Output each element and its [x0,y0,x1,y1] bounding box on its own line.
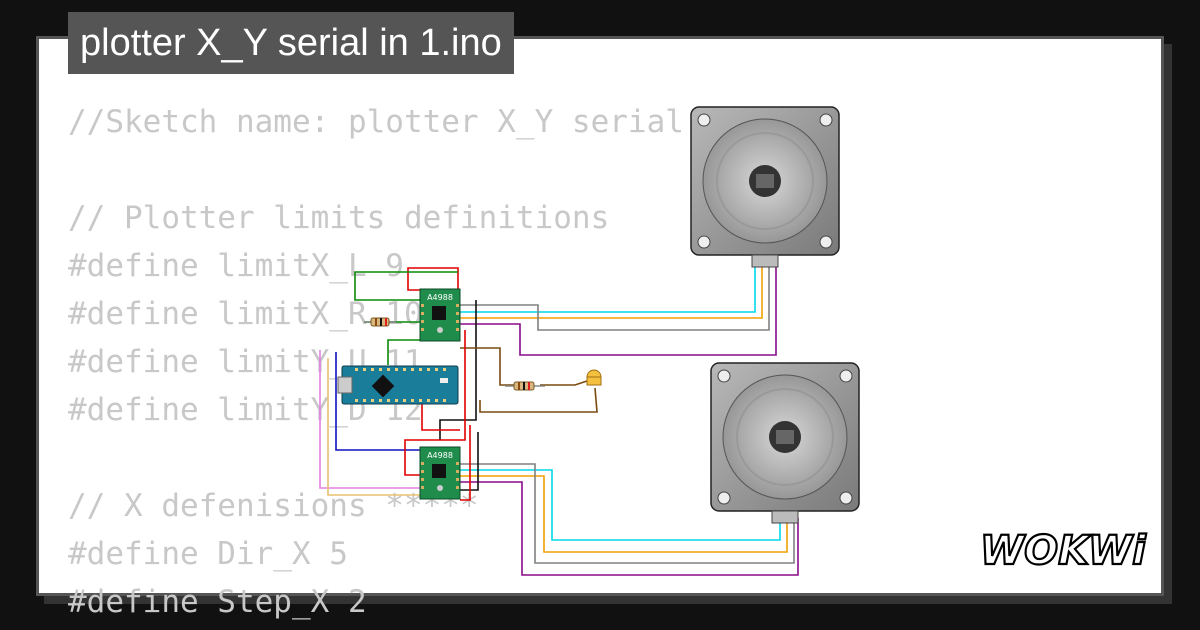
motor-ring [716,132,814,230]
mount-hole [697,113,711,127]
code-line: #define limitX_L 9 [68,248,404,284]
wire-green-3 [387,339,420,365]
wire-orange-top [460,262,763,319]
driver-a4988-bottom[interactable]: A4988 [419,446,461,500]
driver-potentiometer [437,485,443,491]
driver-label: A4988 [427,293,453,302]
wire-green-1 [354,271,458,301]
motor-ring [736,388,834,486]
code-line: // X defenisions ***** [68,488,479,524]
preview-card: //Sketch name: plotter X_Y serial // Plot… [36,36,1164,620]
wire-pink-1 [319,350,420,489]
wire-purple-top [460,262,777,356]
wire-blue-1 [335,352,420,451]
project-title: plotter X_Y serial in 1.ino [68,12,514,74]
driver-chip [432,306,446,320]
driver-label: A4988 [427,451,453,460]
led-yellow[interactable] [586,369,602,386]
wire-brown-1 [460,347,520,386]
code-background: //Sketch name: plotter X_Y serial // Plot… [68,98,684,626]
wire-red-1 [407,267,459,296]
wire-red-4 [421,402,460,431]
mount-hole [819,235,833,249]
mount-hole [697,235,711,249]
wire-tan-1 [327,358,440,496]
code-line: #define Dir_X 5 [68,536,348,572]
mount-hole [717,369,731,383]
wire-red-3 [460,425,471,501]
wokwi-logo: WOKWi [979,527,1148,575]
arduino-nano[interactable] [337,365,459,405]
wire-black-2 [460,432,479,491]
wokwi-logo-text: WOKWi [980,528,1147,574]
code-line: #define limitX_R 10 [68,296,423,332]
code-line: #define Step_X 2 [68,584,367,620]
stepper-motor-top[interactable] [690,106,840,268]
wire-cyan-top [460,262,756,313]
reset-button [440,378,448,383]
usb-port [337,376,353,394]
mount-hole [839,491,853,505]
mount-hole [717,491,731,505]
mount-hole [839,369,853,383]
code-line: //Sketch name: plotter X_Y serial [68,104,684,140]
code-line: // Plotter limits definitions [68,200,610,236]
wire-orange-bottom [460,475,788,553]
wires [319,262,799,576]
shaft-flat [776,430,794,444]
driver-chip [432,464,446,478]
resistor-left[interactable] [364,317,396,327]
wire-red-2 [404,330,466,476]
shaft-flat [756,174,774,188]
wire-gray-top [460,262,770,331]
mount-hole [819,113,833,127]
wire-brown-2 [540,379,591,386]
wire-cyan-bottom [460,469,781,541]
wire-gray-bottom [460,463,795,564]
wire-brown-3 [479,387,598,413]
driver-a4988-top[interactable]: A4988 [419,288,461,342]
resistor-led[interactable] [505,381,545,391]
wire-purple-bottom [460,481,799,576]
nano-board [341,365,459,405]
driver-potentiometer [437,327,443,333]
motor-connector [751,254,779,268]
nano-chip [371,374,395,398]
stepper-motor-bottom[interactable] [710,362,860,524]
motor-connector [771,510,799,524]
